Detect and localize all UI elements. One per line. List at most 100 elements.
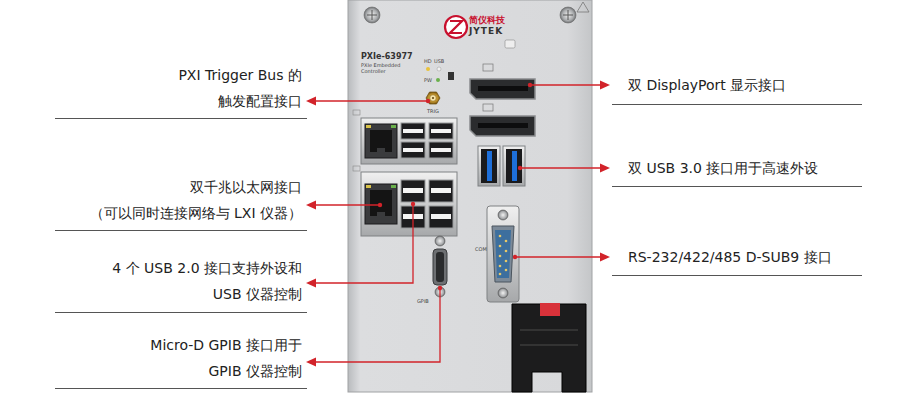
gpib-connector [433,236,447,297]
status-led [437,67,441,71]
ethernet-usb-block [403,148,423,152]
trigger-connector [426,92,440,104]
led-label: HD [424,58,432,64]
usb3-connector [512,151,517,181]
leader-line [314,204,380,205]
displayport-connector [470,116,535,136]
brand-name: 简仪科技 [469,15,505,25]
callout-text: 双 USB 3.0 接口用于高速外设 [628,155,818,181]
callout-text: Micro-D GPIB 接口用于 GPIB 仪器控制 [132,332,302,384]
leader-dot [426,99,430,103]
ethernet-usb-block [431,214,451,219]
ethernet-usb-block [391,125,396,128]
ethernet-usb-block [377,148,385,153]
status-led [448,72,454,80]
callout-rule [612,275,862,276]
brand-logo [445,16,467,38]
ethernet-usb-block [431,129,451,133]
status-led [436,78,440,82]
db9-connector [505,269,508,272]
gpib-connector [433,249,447,285]
port-label: GPIB [417,298,429,304]
ethernet-usb-block [429,180,453,202]
ethernet-usb-block [429,123,453,139]
leader-dot [528,83,532,87]
brand-name: JYTEK [469,26,503,36]
db9-connector [499,255,502,258]
model-number: PXIe-63977 [361,52,413,61]
ethernet-usb-block [429,206,453,228]
leader-dot [378,203,382,207]
ethernet-usb-block [429,142,453,158]
ethernet-usb-block [403,129,423,133]
front-panel [505,40,515,48]
leader-line [520,167,602,168]
leader-dot [411,202,415,206]
callout-rule [55,230,307,231]
leader-line [314,100,428,101]
ejector-handle [540,303,560,316]
usb3-connector [503,146,525,186]
model-description: PXIe Embedded Controller [361,62,405,74]
callout-rule [55,118,307,119]
front-panel [367,10,377,20]
db9-connector [487,206,519,302]
leader-line [314,288,440,362]
arrow-head [600,81,610,90]
ethernet-usb-block [391,185,396,188]
ethernet-usb-block [370,130,392,152]
arrow-head [600,253,610,262]
front-panel [577,2,589,12]
displayport-connector [478,123,528,128]
front-panel [563,10,573,20]
ethernet-usb-block [366,185,371,188]
db9-connector [505,250,508,253]
leader-dot [513,255,517,259]
db9-connector [498,288,508,298]
db9-connector [495,230,511,278]
ethernet-usb-block [365,124,397,158]
callout-text: 双千兆以太网接口 （可以同时连接网络与 LXI 仪器） [62,174,302,226]
db9-connector [499,235,508,276]
callout-rule [55,312,307,313]
db9-connector [492,226,514,282]
callout-rule [612,104,862,105]
usb3-connector [487,151,492,181]
arrow-head [306,358,316,367]
db9-connector [499,245,502,248]
leader-dot [438,286,442,290]
ejector-handle [520,330,578,345]
front-panel [364,7,380,23]
callout-text: 4 个 USB 2.0 接口支持外设和 USB 仪器控制 [102,255,302,307]
leader-line [314,204,413,283]
ethernet-usb-block [361,118,457,164]
ethernet-usb-block [370,190,392,216]
ethernet-usb-block [401,123,425,139]
leader-dot [518,166,522,170]
arrow-head [306,97,316,106]
ethernet-usb-block [361,172,457,236]
db9-connector [499,273,502,276]
ethernet-usb-block [365,184,397,224]
callout-rule [612,186,862,187]
displayport-connector [483,104,493,111]
brand-logo [445,16,467,38]
trigger-connector [432,97,434,99]
db9-connector [487,206,519,302]
port-label: TRIG [427,108,439,114]
ethernet-usb-block [431,148,451,152]
ethernet-usb-block [366,125,371,128]
ethernet-usb-block [401,180,425,202]
status-led [426,67,430,71]
displayport-connector [478,86,528,91]
leader-dot [378,83,532,290]
db9-connector [505,260,508,263]
front-panel [348,0,592,392]
displayport-connector [483,64,493,71]
callout-rule [55,105,862,389]
callout-rule [55,388,307,389]
ethernet-usb-block [353,110,457,236]
led-label: USB [434,58,444,64]
db9-connector [499,265,502,268]
